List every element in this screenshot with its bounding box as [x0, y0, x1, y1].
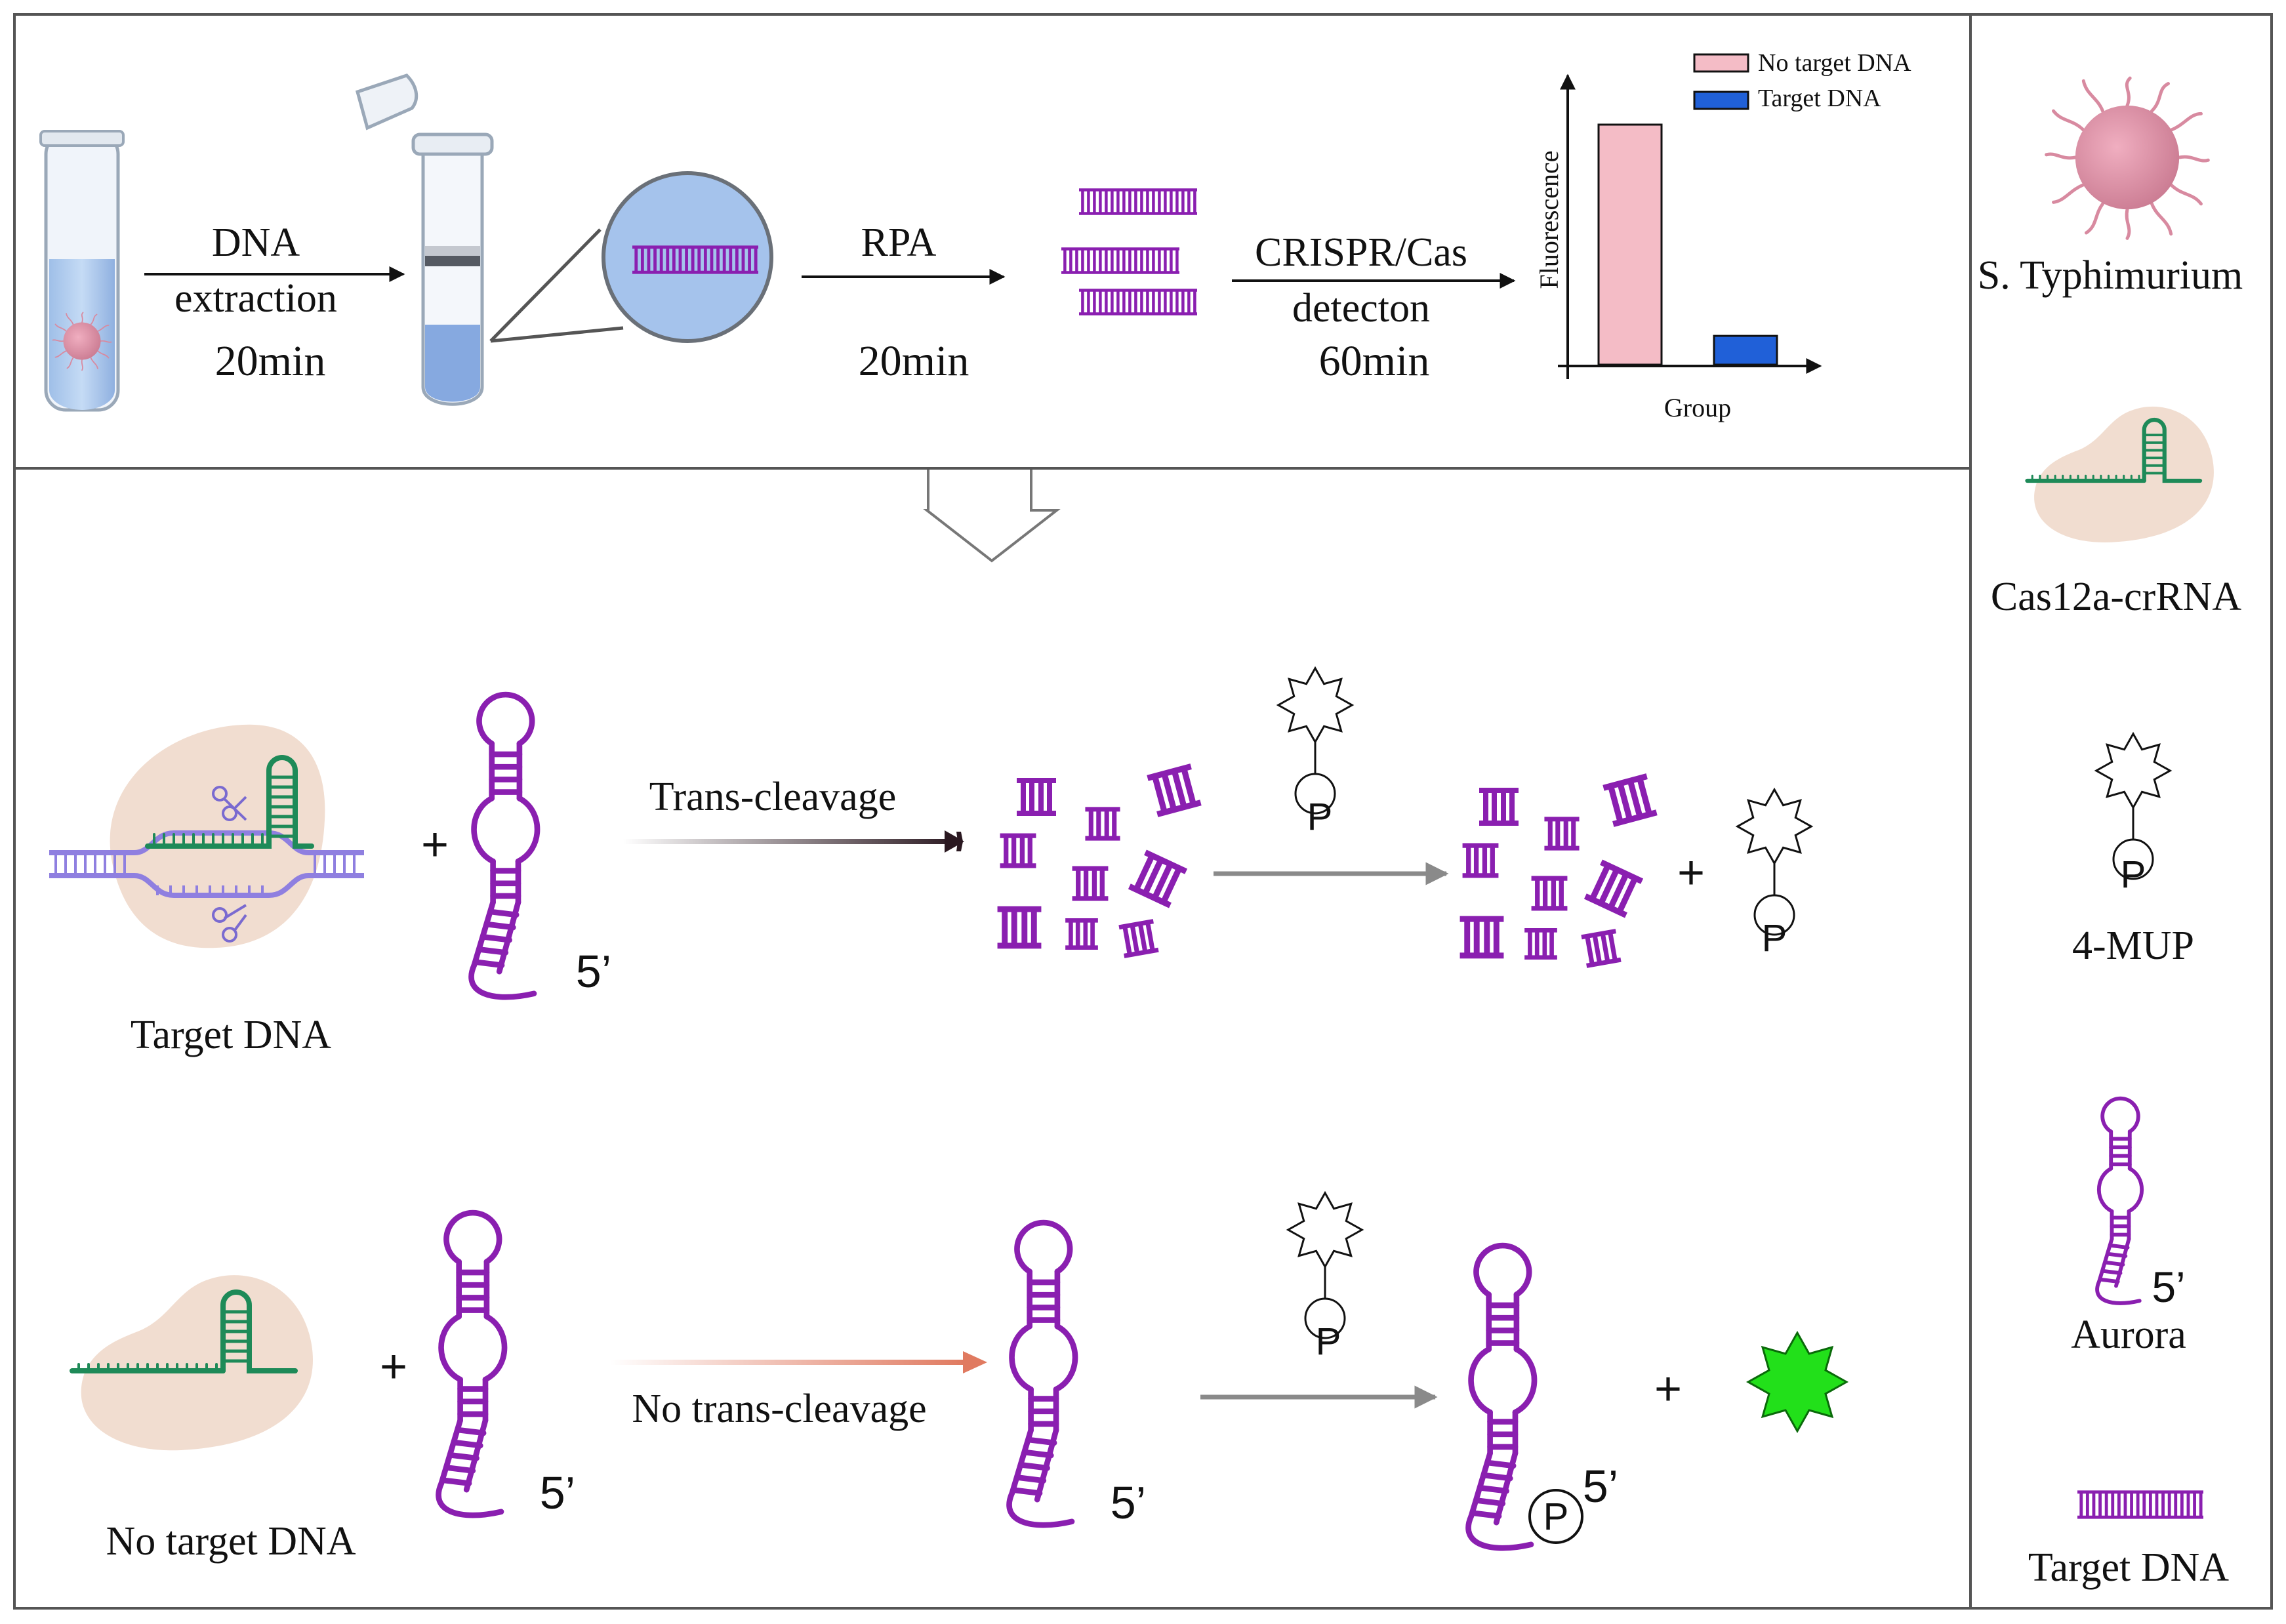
s-typhimurium-icon: [2047, 78, 2209, 238]
row1-aurora-probe-icon: [472, 695, 538, 997]
legend-swatch-target: [1693, 91, 1749, 110]
aurora-legend-icon: [2097, 1099, 2142, 1303]
y-axis-label: Fluorescence: [1534, 150, 1564, 289]
step1-time: 20min: [215, 337, 326, 385]
row2-five-prime-2: 5’: [1111, 1477, 1146, 1528]
frames: [13, 13, 2273, 1610]
row2-plus-1: +: [380, 1341, 407, 1393]
legend-item-cas12a-crrna: Cas12a-crRNA: [1991, 575, 2241, 619]
row2-phosphate-bound-circle: [1528, 1489, 1583, 1544]
mechanism-row-no-target: No target DNA + 5’ No trans-cleavage 5’ …: [72, 1193, 1849, 1564]
chart-legend: No target DNA Target DNA: [1693, 49, 1911, 112]
row2-aurora-bound-icon: [1469, 1246, 1535, 1548]
target-dna-legend-icon: [2077, 1492, 2203, 1517]
cas12a-target-complex-icon: [49, 724, 364, 948]
row2-arrow-label: No trans-cleavage: [632, 1387, 926, 1431]
step3-line1: CRISPR/Cas: [1255, 230, 1467, 275]
row2-phosphate-2: P: [1543, 1495, 1569, 1538]
row1-plus-1: +: [421, 819, 449, 871]
step1-line1: DNA: [212, 220, 300, 265]
legend-item-4mup: 4-MUP: [2072, 924, 2194, 968]
x-axis-label: Group: [1664, 393, 1731, 422]
legend-panel: S. Typhimurium Cas12a-crRNA P 4-MUP 5’ A…: [1978, 78, 2243, 1590]
scissors-icon: [212, 786, 247, 943]
row1-4mup-free-icon: [1738, 790, 1812, 935]
legend-label-target: Target DNA: [1758, 85, 1881, 112]
legend-item-aurora: Aurora: [2071, 1312, 2186, 1357]
row1-arrow-label: Trans-cleavage: [649, 775, 896, 819]
cas12a-crrna-free-icon: [72, 1275, 313, 1450]
row2-aurora-probe-icon: [439, 1213, 505, 1515]
row2-five-prime-3: 5’: [1583, 1461, 1618, 1512]
row1-gradient-arrow: [623, 839, 958, 844]
bar-no-target-dna: [1597, 123, 1663, 366]
legend-item-target-dna: Target DNA: [2028, 1545, 2229, 1590]
row1-phosphate-2: P: [1762, 917, 1787, 960]
workflow-panel: DNA extraction 20min RPA 20min: [39, 49, 1911, 422]
row1-phosphate-1: P: [1307, 796, 1333, 838]
row2-arrowhead: [963, 1351, 987, 1373]
legend-item-aurora-5p: 5’: [2152, 1263, 2185, 1311]
row2-phosphate-1: P: [1316, 1320, 1341, 1363]
step2-label: RPA: [861, 220, 937, 265]
mechanism-row-target: Target DNA + 5’ Trans-cleavage P: [49, 668, 1811, 1057]
chart-bars: [1597, 123, 1778, 366]
legend-label-no-target: No target DNA: [1758, 49, 1911, 77]
fluorescent-product-icon: [1745, 1330, 1849, 1434]
step3-line2: detecton: [1292, 286, 1430, 331]
row1-arrowhead: [945, 830, 964, 853]
step2-time: 20min: [859, 337, 970, 385]
step1-line2: extraction: [174, 276, 337, 321]
row2-4mup-icon: [1288, 1193, 1362, 1338]
row2-plus-2: +: [1654, 1363, 1682, 1415]
row2-five-prime-1: 5’: [540, 1467, 575, 1518]
row2-left-label: No target DNA: [106, 1519, 356, 1564]
row2-gradient-arrow: [610, 1360, 964, 1365]
cas12a-crrna-icon: [2028, 407, 2214, 542]
bar-target-dna: [1713, 335, 1778, 366]
magnifier-icon: [489, 171, 773, 343]
row1-plus-2: +: [1677, 847, 1705, 899]
row1-left-label: Target DNA: [131, 1013, 331, 1057]
legend-item-s-typhimurium: S. Typhimurium: [1978, 253, 2243, 298]
row2-aurora-intact-icon: [1010, 1223, 1076, 1525]
step3-time: 60min: [1319, 337, 1430, 385]
legend-item-4mup-p: P: [2121, 853, 2146, 896]
spin-column-icon: [355, 73, 494, 406]
row1-fragments-icon: [998, 767, 1201, 956]
row1-fragments-after-icon: [1460, 777, 1657, 966]
legend-swatch-no-target: [1693, 53, 1749, 73]
sample-tube-icon: [39, 130, 125, 412]
row1-4mup-icon: [1278, 668, 1353, 813]
fluorescence-chart: Fluorescence Group No target DNA Target …: [1534, 49, 1911, 422]
amplicons-icon: [1061, 190, 1197, 314]
row1-five-prime: 5’: [576, 946, 611, 997]
down-arrow-icon: [923, 470, 1061, 563]
